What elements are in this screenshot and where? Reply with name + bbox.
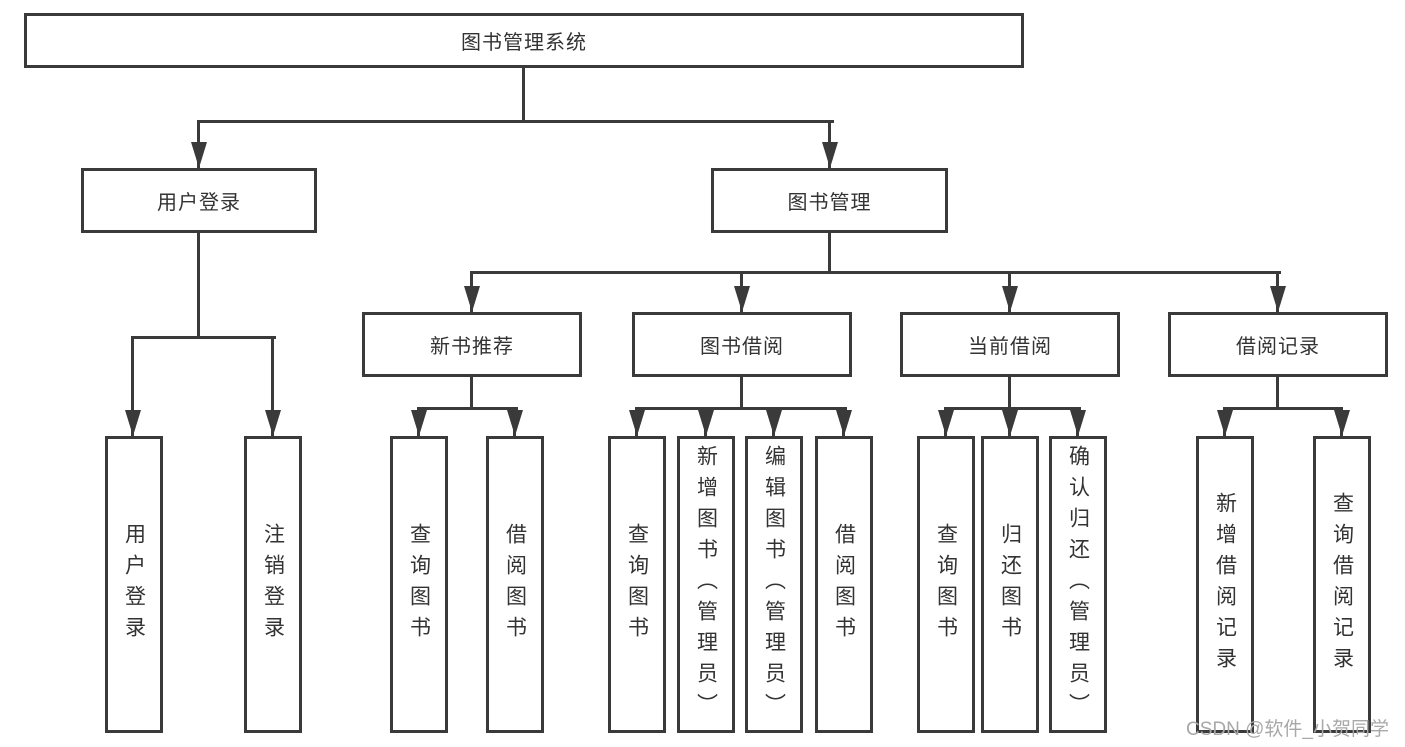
node-label: 用户登录 — [122, 522, 146, 647]
leaf-edit-books-admin: 编辑图书（管理员） — [745, 436, 803, 733]
node-label: 图书借阅 — [700, 336, 784, 358]
connector-line — [522, 68, 525, 123]
node-label: 用户登录 — [157, 192, 241, 214]
connector-line — [944, 407, 1081, 410]
node-label: 注销登录 — [261, 522, 285, 647]
node-label: 新增图书（管理员） — [694, 445, 718, 724]
node-library-management-system: 图书管理系统 — [24, 13, 1024, 68]
arrowhead-down-icon — [1334, 410, 1350, 436]
connector-line — [271, 336, 274, 436]
node-label: 确认归还（管理员） — [1066, 445, 1090, 724]
node-label: 新书推荐 — [430, 336, 514, 358]
leaf-query-borrow-record: 查询借阅记录 — [1313, 436, 1371, 733]
leaf-borrow-books-newbook: 借阅图书 — [486, 436, 544, 733]
node-label: 查询图书 — [934, 522, 958, 647]
node-label: 当前借阅 — [968, 336, 1052, 358]
arrowhead-down-icon — [1002, 410, 1018, 436]
leaf-query-books-borrowing: 查询图书 — [608, 436, 666, 733]
node-label: 图书管理 — [787, 192, 872, 214]
connector-line — [131, 336, 134, 436]
leaf-add-borrow-record: 新增借阅记录 — [1196, 436, 1254, 733]
arrowhead-down-icon — [191, 142, 207, 168]
node-label: 编辑图书（管理员） — [762, 445, 786, 724]
connector-line — [470, 377, 473, 410]
connector-line — [470, 271, 1281, 274]
node-label: 借阅图书 — [503, 522, 527, 647]
arrowhead-down-icon — [1070, 410, 1086, 436]
arrowhead-down-icon — [698, 410, 714, 436]
leaf-query-books-newbook: 查询图书 — [390, 436, 448, 733]
node-current-borrowing: 当前借阅 — [900, 312, 1120, 377]
arrowhead-down-icon — [836, 410, 852, 436]
arrowhead-down-icon — [938, 410, 954, 436]
leaf-confirm-return-admin: 确认归还（管理员） — [1049, 436, 1107, 733]
connector-line — [828, 233, 831, 274]
arrowhead-down-icon — [766, 410, 782, 436]
arrowhead-down-icon — [411, 410, 427, 436]
node-borrowing-records: 借阅记录 — [1168, 312, 1388, 377]
arrowhead-down-icon — [1270, 286, 1286, 312]
leaf-logout: 注销登录 — [244, 436, 302, 733]
connector-line — [740, 377, 743, 410]
arrowhead-down-icon — [1002, 286, 1018, 312]
arrowhead-down-icon — [629, 410, 645, 436]
node-label: 图书管理系统 — [461, 32, 587, 54]
node-label: 查询图书 — [407, 522, 431, 647]
connector-line — [131, 336, 276, 339]
leaf-add-books-admin: 新增图书（管理员） — [677, 436, 735, 733]
node-label: 查询图书 — [625, 522, 649, 647]
arrowhead-down-icon — [507, 410, 523, 436]
node-label: 借阅图书 — [832, 522, 856, 647]
connector-line — [1223, 407, 1343, 410]
watermark: CSDN @软件_小贺同学 — [1186, 719, 1389, 740]
node-label: 新增借阅记录 — [1213, 491, 1237, 678]
node-book-management: 图书管理 — [711, 168, 948, 233]
arrowhead-down-icon — [464, 286, 480, 312]
arrowhead-down-icon — [734, 286, 750, 312]
leaf-borrow-books-borrowing: 借阅图书 — [815, 436, 873, 733]
node-book-borrowing: 图书借阅 — [632, 312, 852, 377]
leaf-query-books-current: 查询图书 — [917, 436, 975, 733]
arrowhead-down-icon — [1217, 410, 1233, 436]
node-user-login: 用户登录 — [81, 168, 317, 233]
arrowhead-down-icon — [125, 410, 141, 436]
connector-line — [417, 407, 518, 410]
arrowhead-down-icon — [822, 142, 838, 168]
connector-line — [1276, 377, 1279, 410]
node-label: 归还图书 — [998, 522, 1022, 647]
arrowhead-down-icon — [265, 410, 281, 436]
connector-line — [1008, 377, 1011, 410]
connector-line — [197, 233, 200, 339]
leaf-user-login: 用户登录 — [105, 436, 163, 733]
node-label: 查询借阅记录 — [1330, 491, 1354, 678]
connector-line — [635, 407, 847, 410]
connector-line — [197, 120, 834, 123]
node-new-book-recommendation: 新书推荐 — [362, 312, 582, 377]
node-label: 借阅记录 — [1236, 336, 1320, 358]
leaf-return-books: 归还图书 — [981, 436, 1039, 733]
